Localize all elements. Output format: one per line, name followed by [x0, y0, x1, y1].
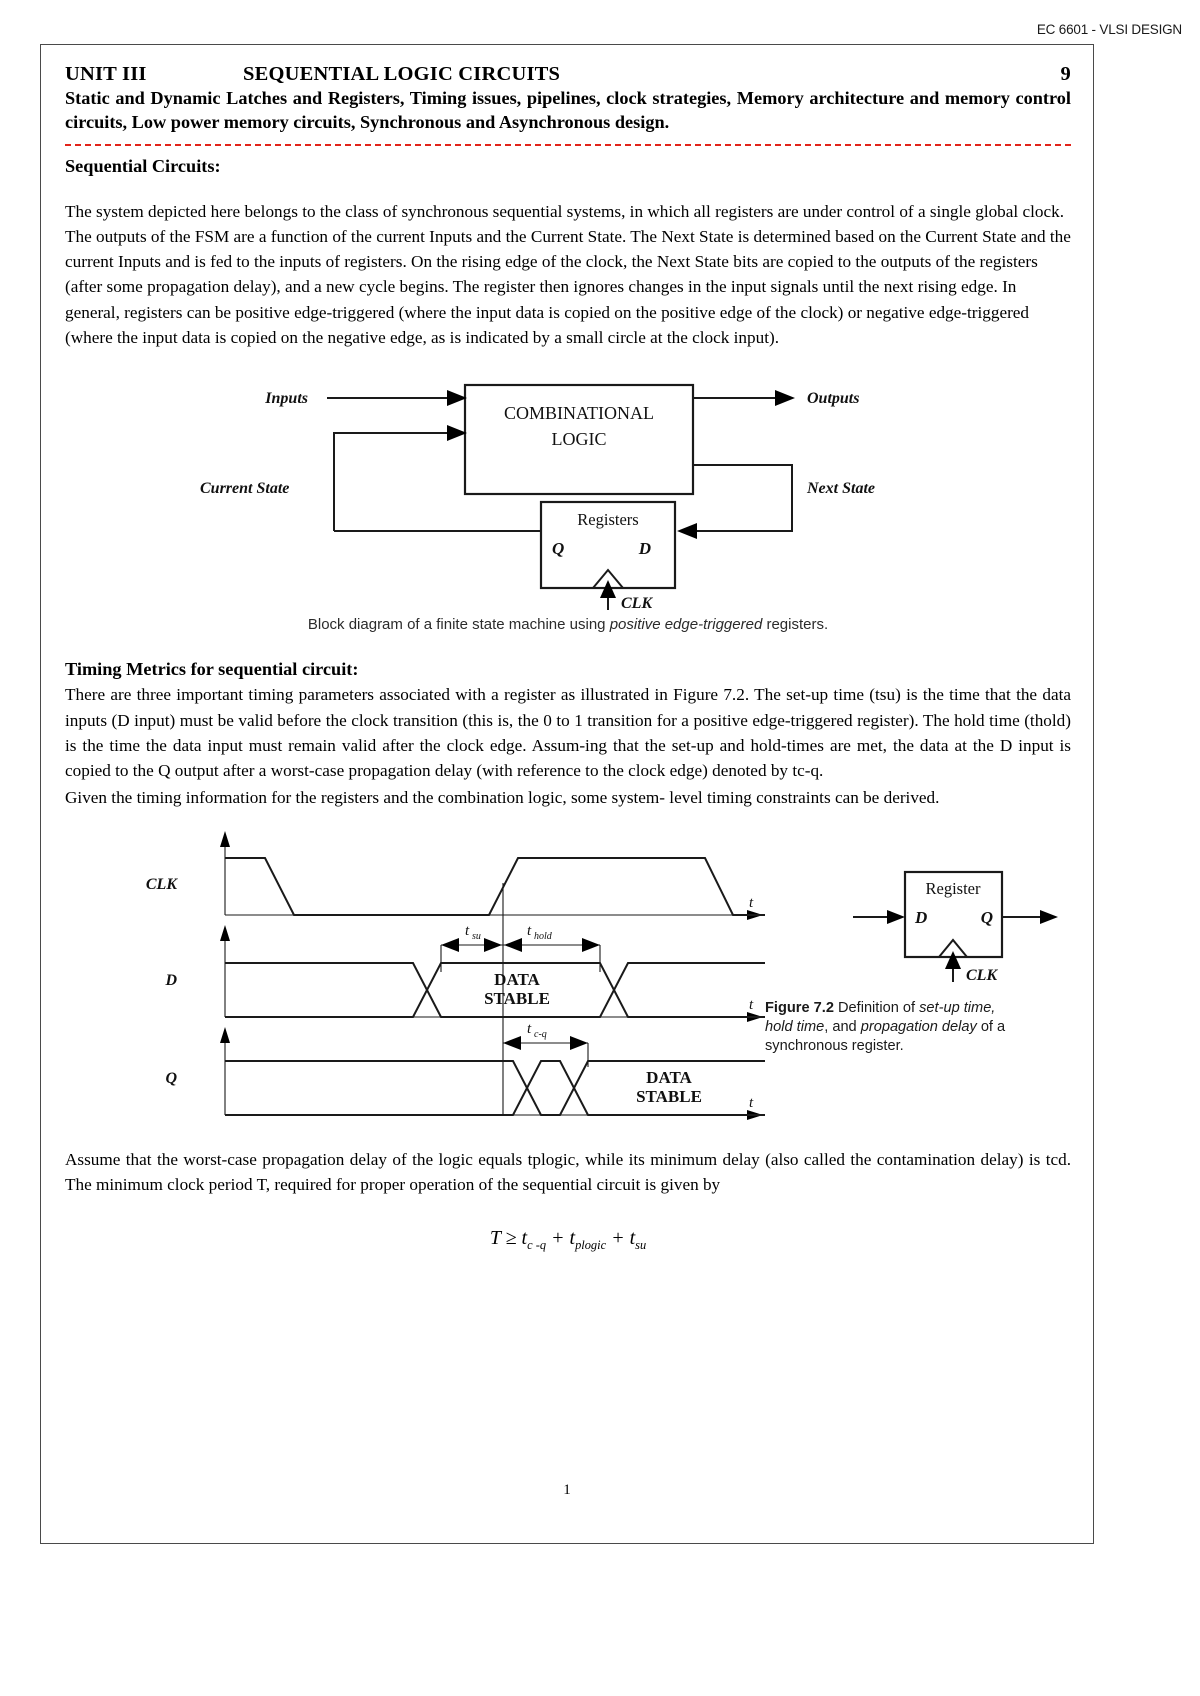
unit-heading: UNIT III SEQUENTIAL LOGIC CIRCUITS 9 [65, 63, 1071, 86]
q-axis-arrowhead [220, 1026, 230, 1043]
combinational-logic-box [463, 384, 695, 496]
timing-waveform-diagram: t CLK t D DATA STABLE [65, 827, 1071, 1137]
figure-72-caption: Figure 7.2 Definition of set-up time, ho… [765, 999, 1011, 1057]
figure-72-text-2: , and [824, 1019, 861, 1036]
register-q-output-arrowhead [1040, 909, 1058, 924]
clk-arrowhead [600, 580, 616, 599]
next-state-label: Next State [806, 480, 875, 497]
d-axis-arrowhead [220, 924, 230, 941]
combinational-logic-label-1: COMBINATIONAL [504, 403, 654, 423]
unit-hours: 9 [1060, 63, 1071, 85]
unit-label: UNIT III [65, 63, 147, 85]
q-time-axis-label: t [749, 1095, 754, 1111]
sequential-circuits-heading: Sequential Circuits: [65, 155, 221, 176]
registers-label: Registers [577, 510, 638, 529]
register-q-label: Q [552, 539, 564, 558]
tsu-label: t [465, 923, 470, 939]
d-data-stable-label-2: STABLE [484, 989, 550, 1008]
course-header: EC 6601 - VLSI DESIGN [1036, 22, 1182, 37]
register-symbol-d-label: D [914, 908, 927, 927]
q-data-stable-label-1: DATA [646, 1068, 692, 1087]
formula-sub-1: c -q [527, 1238, 547, 1253]
q-data-stable-label-2: STABLE [636, 1087, 702, 1106]
fsm-caption-part1: Block diagram of a finite state machine … [307, 616, 610, 634]
register-d-input-arrowhead [887, 909, 905, 924]
register-clk-label: CLK [966, 967, 998, 984]
formula-sub-2: plogic [575, 1238, 607, 1253]
current-state-label: Current State [200, 480, 289, 497]
thold-right-arrowhead [582, 937, 600, 952]
clk-axis-arrowhead [220, 830, 230, 847]
figure-72-italic-1: set-up time, hold time [765, 999, 996, 1036]
tsu-sublabel: su [472, 931, 481, 942]
page-number: 1 [563, 1482, 571, 1498]
figure-72-text-3: of a synchronous register. [765, 1019, 1006, 1055]
current-state-wire [333, 432, 447, 532]
clock-period-formula: T ≥ tc -q + tplogic + tsu [65, 1227, 1071, 1253]
formula-lhs: T ≥ t [489, 1227, 528, 1250]
current-state-arrowhead [447, 425, 467, 442]
outputs-arrowhead [775, 390, 795, 407]
inputs-label: Inputs [264, 390, 308, 407]
timing-diagram-svg: t CLK t D DATA STABLE [146, 830, 1058, 1120]
formula-plus-1: + t [546, 1227, 576, 1250]
closing-paragraph: Assume that the worst-case propagation d… [65, 1149, 1071, 1194]
tcq-right-arrowhead [570, 1035, 588, 1050]
q-row-label: Q [165, 1070, 177, 1087]
clock-edge-triangle-icon [592, 568, 624, 589]
register-clk-arrowhead [945, 950, 961, 969]
tsu-left-arrowhead [441, 937, 459, 952]
intro-paragraph: The system depicted here belongs to the … [65, 201, 1071, 347]
tcq-left-arrowhead [503, 1035, 521, 1050]
unit-syllabus: Static and Dynamic Latches and Registers… [65, 88, 1071, 132]
clk-row-label: CLK [146, 876, 178, 893]
clk-time-axis-label: t [749, 895, 754, 911]
fsm-caption-italic: positive edge-triggered [609, 616, 763, 634]
d-time-axis-label: t [749, 997, 754, 1013]
d-waveform-lower [225, 961, 765, 1018]
timing-paragraph-1: There are three important timing paramet… [65, 685, 1071, 781]
tcq-sublabel: c-q [534, 1029, 547, 1040]
fsm-block-diagram: COMBINATIONAL LOGIC Inputs Outputs Curre… [65, 366, 1071, 612]
register-symbol-q-label: Q [981, 908, 993, 927]
tcq-label: t [527, 1021, 532, 1037]
next-state-wire [693, 464, 793, 533]
thold-sublabel: hold [534, 931, 553, 942]
combinational-logic-label-2: LOGIC [552, 429, 607, 449]
thold-left-arrowhead [504, 937, 522, 952]
clk-waveform [225, 856, 765, 916]
q-waveform-upper [225, 1059, 765, 1116]
register-clock-edge-triangle-icon [938, 938, 968, 958]
clk-label: CLK [621, 595, 653, 612]
d-waveform-upper [225, 961, 765, 1018]
unit-title: SEQUENTIAL LOGIC CIRCUITS [243, 63, 561, 85]
register-d-label: D [638, 539, 651, 558]
page-border: UNIT III SEQUENTIAL LOGIC CIRCUITS 9 Sta… [40, 44, 1094, 1544]
formula-sub-3: su [635, 1238, 647, 1253]
fsm-diagram-svg: COMBINATIONAL LOGIC Inputs Outputs Curre… [200, 384, 875, 612]
red-dashed-divider [65, 143, 1071, 146]
outputs-label: Outputs [807, 390, 859, 407]
fsm-caption-part2: registers. [762, 616, 829, 634]
timing-paragraph-2: Given the timing information for the reg… [65, 788, 940, 808]
figure-72-italic-2: propagation delay [860, 1019, 977, 1036]
d-row-label: D [164, 972, 177, 989]
figure-72-number: Figure 7.2 [765, 999, 834, 1016]
d-data-stable-label-1: DATA [494, 970, 540, 989]
register-symbol-label: Register [926, 879, 981, 898]
next-state-arrowhead [677, 523, 697, 540]
tsu-right-arrowhead [484, 937, 502, 952]
inputs-arrowhead [447, 390, 467, 407]
formula-plus-2: + t [606, 1227, 636, 1250]
q-waveform-lower [225, 1059, 765, 1116]
figure-72-text-1: Definition of [833, 999, 920, 1016]
timing-metrics-heading: Timing Metrics for sequential circuit: [65, 659, 359, 680]
thold-label: t [527, 923, 532, 939]
fsm-figure-caption: Block diagram of a finite state machine … [65, 616, 1071, 633]
page-content: UNIT III SEQUENTIAL LOGIC CIRCUITS 9 Sta… [65, 63, 1071, 1253]
